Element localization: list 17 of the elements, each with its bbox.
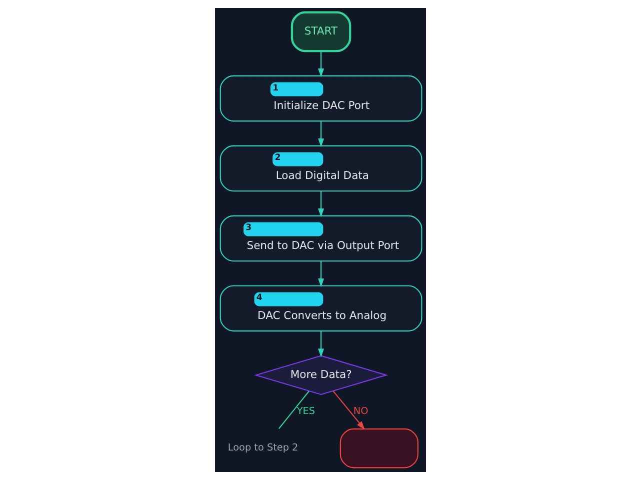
connector: [278, 390, 309, 429]
arrow: [318, 261, 324, 288]
arrow: [318, 331, 324, 358]
node-text: Loop to Step 2: [227, 442, 298, 454]
arrow: [318, 121, 324, 148]
arrow: [318, 191, 324, 218]
node-box: 3 Send to DAC via Output Port: [219, 215, 422, 262]
node-box: 4 DAC Converts to Analog: [219, 285, 422, 332]
node-box: START: [290, 11, 351, 52]
node-box: [339, 428, 418, 468]
node-box: 2 Load Digital Data: [219, 145, 422, 192]
node-diamond: More Data?: [253, 355, 388, 396]
arrow: [332, 390, 364, 430]
edge-label: YES: [296, 406, 315, 418]
node-box: 1 Initialize DAC Port: [219, 75, 422, 122]
arrow: [318, 51, 324, 78]
edge-label: NO: [352, 406, 368, 418]
